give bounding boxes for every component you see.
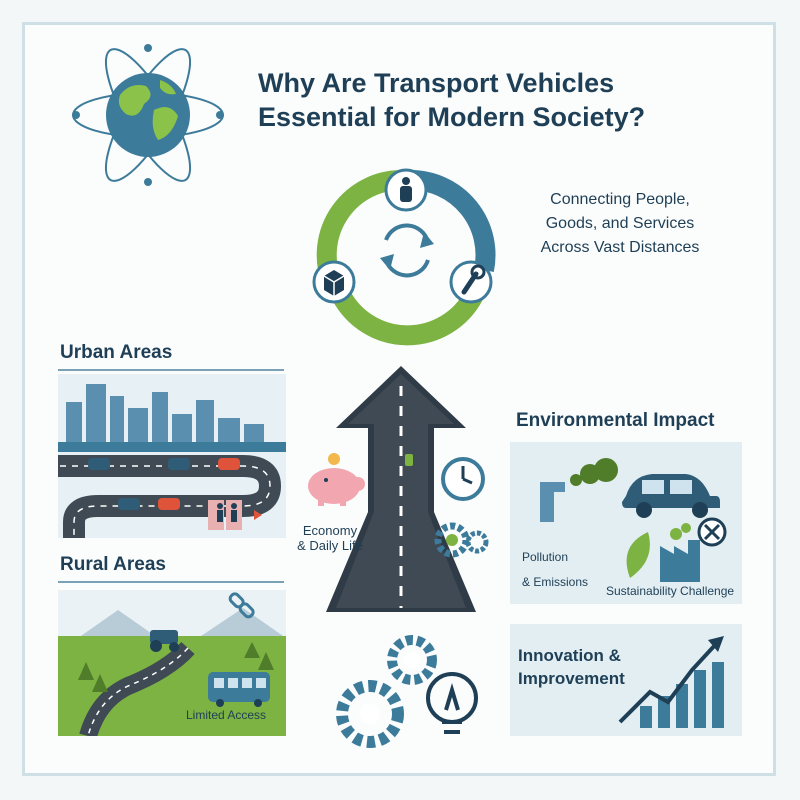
title-line-1: Why Are Transport Vehicles bbox=[258, 68, 615, 98]
gears-icon bbox=[336, 635, 437, 748]
cycle-arrows-icon bbox=[380, 223, 434, 278]
subtitle-line-3: Across Vast Distances bbox=[540, 239, 700, 256]
pollution-label: Pollution & Emissions bbox=[522, 545, 588, 595]
car-icon bbox=[622, 474, 720, 518]
subtitle-line-2: Goods, and Services bbox=[545, 215, 695, 232]
innovation-line-2: Improvement bbox=[518, 669, 625, 688]
urban-areas-title: Urban Areas bbox=[60, 342, 173, 363]
limited-access-caption: Limited Access bbox=[186, 708, 267, 722]
person-icon bbox=[384, 168, 428, 212]
urban-illustration bbox=[58, 374, 286, 538]
growth-chart-icon bbox=[618, 636, 724, 728]
economy-line-1: Economy bbox=[302, 523, 358, 538]
wrench-icon bbox=[449, 260, 493, 304]
subtitle: Connecting People, Goods, and Services A… bbox=[520, 188, 720, 260]
box-icon bbox=[312, 260, 356, 304]
close-icon bbox=[697, 517, 727, 547]
economy-line-2: & Daily Life bbox=[297, 538, 363, 553]
globe-icon bbox=[72, 44, 224, 186]
clock-icon bbox=[441, 457, 485, 501]
rural-divider bbox=[58, 581, 284, 583]
cycle-diagram bbox=[312, 168, 496, 346]
factory-icon bbox=[660, 523, 700, 582]
innovation-title: Innovation & Improvement bbox=[518, 644, 625, 690]
pollution-line-1: Pollution bbox=[522, 550, 569, 564]
rural-illustration bbox=[58, 590, 286, 736]
leaf-icon bbox=[626, 532, 650, 578]
environment-panel bbox=[510, 442, 742, 604]
tractor-icon bbox=[150, 630, 179, 652]
city-skyline bbox=[66, 384, 264, 442]
urban-divider bbox=[58, 369, 284, 371]
innovation-line-1: Innovation & bbox=[518, 646, 621, 665]
piggy-bank-icon bbox=[308, 453, 365, 506]
pollution-line-2: & Emissions bbox=[522, 575, 589, 589]
subtitle-line-1: Connecting People, bbox=[550, 191, 690, 208]
innovation-gears bbox=[336, 635, 478, 748]
gears-icon bbox=[434, 522, 489, 558]
exhaust-pipe-icon bbox=[540, 458, 618, 522]
sustainability-label: Sustainability Challenge bbox=[606, 584, 735, 598]
page-title: Why Are Transport Vehicles Essential for… bbox=[258, 66, 718, 134]
bus-icon bbox=[208, 672, 270, 707]
title-line-2: Essential for Modern Society? bbox=[258, 102, 646, 132]
economy-label: Economy & Daily Life bbox=[288, 523, 372, 553]
rural-areas-title: Rural Areas bbox=[60, 554, 166, 575]
lightbulb-icon bbox=[426, 672, 478, 734]
chain-icon bbox=[228, 592, 255, 619]
innovation-panel bbox=[510, 624, 742, 736]
environmental-impact-title: Environmental Impact bbox=[516, 410, 715, 431]
